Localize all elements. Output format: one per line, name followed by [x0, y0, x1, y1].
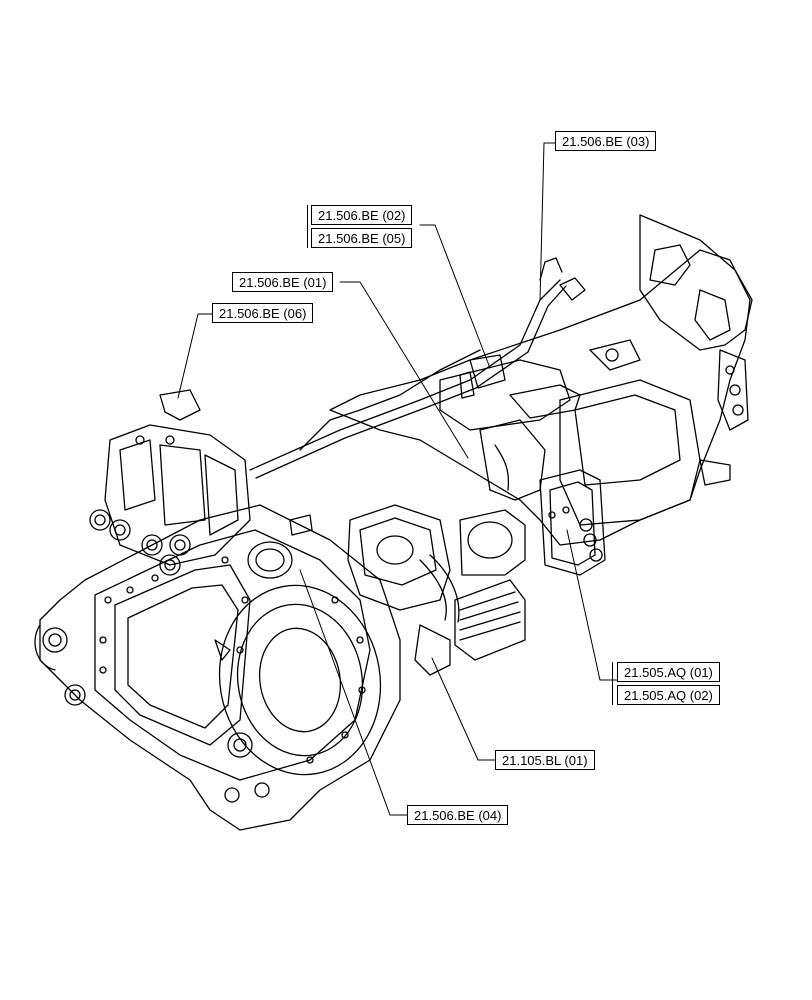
hydraulic-pump-assembly	[347, 419, 546, 676]
callout-21-505-aq-01[interactable]: 21.505.AQ (01)	[617, 662, 720, 682]
hydraulic-pipes	[249, 257, 586, 479]
callout-21-506-be-04[interactable]: 21.506.BE (04)	[407, 805, 509, 825]
gearbox-housing	[329, 214, 753, 546]
remote-valve-block	[89, 389, 251, 576]
callout-21-505-aq-02[interactable]: 21.505.AQ (02)	[617, 685, 720, 705]
callout-21-506-be-03[interactable]: 21.506.BE (03)	[555, 131, 657, 151]
callout-21-506-be-06[interactable]: 21.506.BE (06)	[212, 303, 314, 323]
callout-21-506-be-02[interactable]: 21.506.BE (02)	[311, 205, 413, 225]
callout-21-506-be-05[interactable]: 21.506.BE (05)	[311, 228, 413, 248]
callout-group-bracket-be	[307, 205, 308, 248]
rear-axle-housing	[34, 504, 401, 831]
side-valve-block	[539, 469, 606, 576]
callout-group-bracket-aq	[612, 662, 613, 705]
callout-21-105-bl-01[interactable]: 21.105.BL (01)	[495, 750, 595, 770]
callout-21-506-be-01[interactable]: 21.506.BE (01)	[232, 272, 334, 292]
leader-lines	[177, 142, 618, 816]
